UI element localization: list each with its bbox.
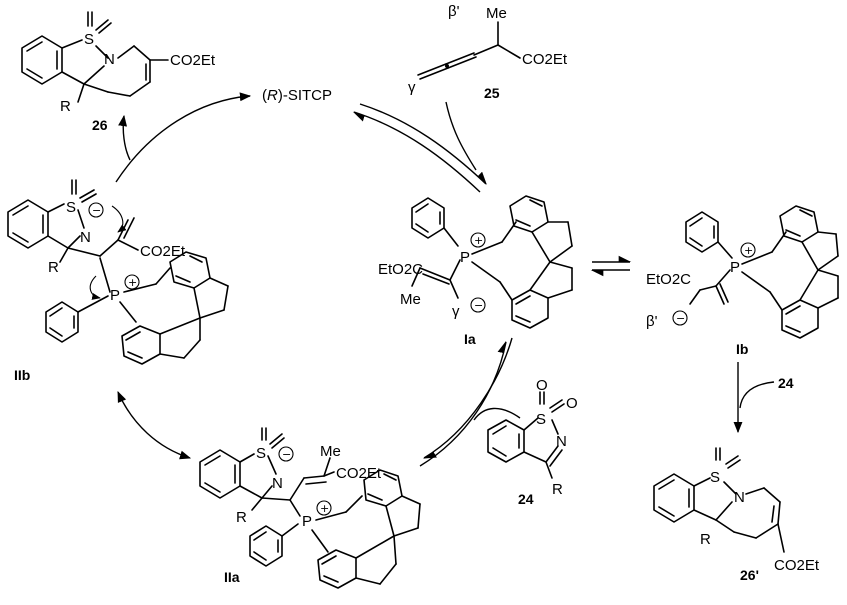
edge-label-24: 24 bbox=[778, 375, 794, 391]
arrow-IIb-to-sitcp bbox=[115, 92, 252, 183]
IIa-P: P bbox=[302, 513, 312, 530]
IIb-P: P bbox=[110, 287, 120, 304]
svg-text:+: + bbox=[474, 234, 483, 247]
reaction-arrows: 24 bbox=[89, 92, 794, 467]
IIa-methyl: Me bbox=[320, 443, 341, 460]
IIb-S: S bbox=[66, 199, 76, 216]
Ia-methyl: Me bbox=[400, 291, 421, 308]
Ib-ester: EtO2C bbox=[646, 271, 691, 288]
intermediate-Ia-structure: P + EtO2C Me γ − Ia bbox=[378, 195, 573, 347]
intermediate-Ib-structure: P + EtO2C β' − Ib bbox=[646, 205, 839, 357]
allenoate-25-label: 25 bbox=[484, 85, 500, 101]
intermediate-Ia-label: Ia bbox=[464, 331, 476, 347]
product-26-S: S bbox=[84, 31, 94, 48]
Ia-ester: EtO2C bbox=[378, 261, 423, 278]
product-26p-ester: CO2Et bbox=[774, 557, 820, 574]
arrow-24-to-Ib bbox=[739, 381, 775, 409]
intermediate-Ib-label: Ib bbox=[736, 341, 748, 357]
IIa-R: R bbox=[236, 509, 247, 526]
product-26p-S: S bbox=[710, 469, 720, 486]
allenoate-beta-prime: β' bbox=[448, 3, 460, 20]
imine-O1: O bbox=[536, 377, 548, 394]
svg-text:−: − bbox=[92, 204, 101, 217]
svg-text:−: − bbox=[282, 448, 291, 461]
curly-arrow-1 bbox=[111, 205, 127, 233]
imine-R: R bbox=[552, 481, 563, 498]
Ia-P: P bbox=[460, 249, 470, 266]
IIb-N: N bbox=[80, 229, 91, 246]
imine-24-structure: S N O O R 24 bbox=[487, 377, 578, 507]
svg-text:+: + bbox=[744, 244, 753, 257]
allenoate-gamma: γ bbox=[408, 79, 416, 96]
imine-N: N bbox=[556, 433, 567, 450]
product-26p-R: R bbox=[700, 531, 711, 548]
svg-text:−: − bbox=[676, 312, 685, 325]
product-26-label: 26 bbox=[92, 117, 108, 133]
IIa-N: N bbox=[272, 475, 283, 492]
product-26p-N: N bbox=[734, 489, 745, 506]
intermediate-IIa-label: IIa bbox=[224, 569, 240, 585]
intermediate-IIb-label: IIb bbox=[14, 367, 30, 383]
catalyst-prefix: ( bbox=[262, 87, 267, 104]
arrow-IIa-to-Ia bbox=[419, 340, 507, 467]
arrow-sitcp-to-Ia bbox=[359, 103, 487, 185]
arrow-IIa-IIb bbox=[117, 390, 192, 460]
intermediate-IIb-structure: S N − R CO2Et P + IIb bbox=[7, 179, 229, 383]
arrow-Ia-to-IIa bbox=[422, 337, 513, 459]
catalyst-R: R bbox=[267, 87, 278, 104]
allenoate-ester: CO2Et bbox=[522, 51, 568, 68]
arrow-25-in bbox=[445, 101, 477, 171]
arrow-Ia-to-sitcp bbox=[352, 111, 481, 193]
arrow-release-26 bbox=[118, 114, 131, 161]
Ib-P: P bbox=[730, 259, 740, 276]
arrow-24-in bbox=[473, 407, 521, 421]
imine-S: S bbox=[536, 411, 546, 428]
IIb-R: R bbox=[48, 259, 59, 276]
product-26p-structure: S N R CO2Et 26' bbox=[653, 447, 820, 583]
Ia-gamma: γ bbox=[452, 303, 460, 320]
product-26p-label: 26' bbox=[740, 567, 759, 583]
IIa-ester: CO2Et bbox=[336, 465, 382, 482]
product-26-ester: CO2Et bbox=[170, 52, 216, 69]
catalyst-label: (R)-SITCP bbox=[262, 87, 332, 104]
allenoate-25-structure: Me CO2Et β' γ 25 bbox=[408, 3, 568, 101]
IIa-S: S bbox=[256, 445, 266, 462]
allenoate-methyl: Me bbox=[486, 5, 507, 22]
intermediate-IIa-structure: S N − Me CO2Et R P + IIa bbox=[199, 427, 421, 589]
IIb-ester: CO2Et bbox=[140, 243, 186, 260]
product-26-N: N bbox=[104, 51, 115, 68]
curly-arrow-2 bbox=[89, 275, 101, 300]
product-26-R: R bbox=[60, 98, 71, 115]
imine-O2: O bbox=[566, 395, 578, 412]
svg-text:+: + bbox=[320, 502, 329, 515]
Ib-beta-prime: β' bbox=[646, 313, 658, 330]
svg-text:−: − bbox=[474, 299, 483, 312]
product-26-structure: S N R CO2Et 26 bbox=[21, 11, 216, 133]
imine-24-label: 24 bbox=[518, 491, 534, 507]
svg-text:+: + bbox=[128, 276, 137, 289]
svg-text:(R)-SITCP: (R)-SITCP bbox=[262, 87, 332, 104]
catalyst-suffix: )-SITCP bbox=[278, 87, 332, 104]
